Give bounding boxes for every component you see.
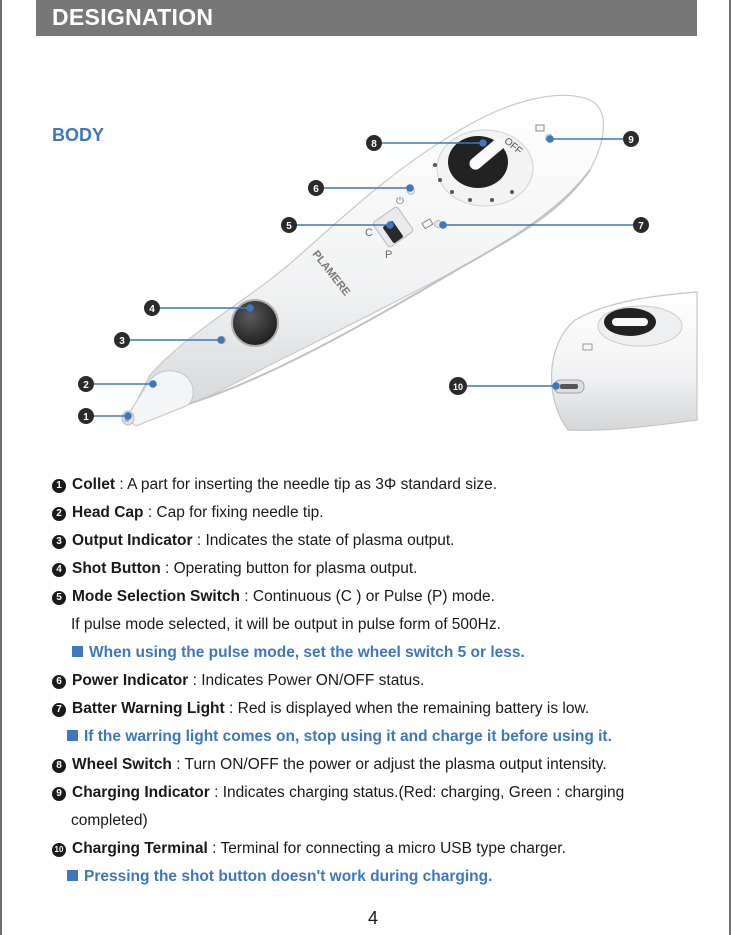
note-warning-light: If the warring light comes on, stop usin… (67, 728, 612, 746)
item-text: Turn ON/OFF the power or adjust the plas… (184, 756, 607, 773)
item-term: Collet (72, 476, 116, 493)
item-text: Indicates the state of plasma output. (205, 532, 455, 549)
note-square-icon (67, 870, 78, 881)
item-term: Shot Button (72, 560, 161, 577)
shot-button-graphic (231, 299, 279, 347)
callout-5: 5 (286, 221, 292, 232)
item-text: Terminal for connecting a micro USB type… (220, 840, 566, 857)
item-number: 1 (52, 479, 66, 493)
callout-10: 10 (453, 382, 463, 392)
item-text: Indicates Power ON/OFF status. (201, 672, 425, 689)
section-label-body: BODY (52, 125, 105, 145)
item-number: 9 (52, 787, 66, 801)
item-number: 2 (52, 507, 66, 521)
item-text: Red is displayed when the remaining batt… (237, 700, 590, 717)
page-title: DESIGNATION (52, 4, 214, 30)
callout-3: 3 (119, 336, 125, 347)
item-number: 8 (52, 759, 66, 773)
item-text: A part for inserting the needle tip as 3… (127, 476, 498, 493)
callout-1: 1 (83, 412, 89, 423)
head-cap (121, 370, 194, 427)
callout-7: 7 (638, 221, 644, 232)
mode-c-label: C (365, 227, 373, 239)
note-square-icon (67, 730, 78, 741)
item-text: Continuous (C ) or Pulse (P) mode. (252, 588, 495, 605)
note-pulse-mode: When using the pulse mode, set the wheel… (72, 644, 525, 662)
item-number: 4 (52, 563, 66, 577)
callout-badges: 1 2 3 4 5 6 7 8 9 10 (78, 131, 649, 424)
callout-9: 9 (628, 135, 634, 146)
item-text: Operating button for plasma output. (173, 560, 418, 577)
callout-2: 2 (83, 380, 89, 391)
item-number: 10 (52, 843, 66, 857)
page-border-right (729, 0, 731, 935)
device-illustration: C P PLAMERE ⏻ OFF (78, 94, 698, 431)
charging-terminal-inset (551, 291, 698, 431)
note-square-icon (72, 646, 83, 657)
item-term: Wheel Switch (72, 756, 172, 773)
callout-8: 8 (371, 139, 377, 150)
callout-6: 6 (313, 184, 319, 195)
svg-text:⏻: ⏻ (396, 196, 404, 207)
mode-p-label: P (385, 249, 392, 261)
item-number: 3 (52, 535, 66, 549)
page-number: 4 (368, 908, 379, 928)
item-number: 7 (52, 703, 66, 717)
item-text: Cap for fixing needle tip. (156, 504, 324, 521)
item-term: Mode Selection Switch (72, 588, 240, 605)
note-charging: Pressing the shot button doesn't work du… (67, 868, 492, 886)
charging-indicator-continuation: completed) (71, 812, 148, 829)
callout-4: 4 (149, 304, 155, 315)
page-border-left (0, 0, 2, 935)
pen-body (126, 94, 605, 419)
item-term: Power Indicator (72, 672, 189, 689)
item-term: Output Indicator (72, 532, 193, 549)
item-text: Indicates charging status.(Red: charging… (222, 784, 625, 801)
item-term: Head Cap (72, 504, 144, 521)
item-number: 6 (52, 675, 66, 689)
item-term: Charging Indicator (72, 784, 210, 801)
item-term: Charging Terminal (72, 840, 208, 857)
mode-selection-continuation: If pulse mode selected, it will be outpu… (71, 616, 501, 633)
item-number: 5 (52, 591, 66, 605)
item-term: Batter Warning Light (72, 700, 225, 717)
header-bar: DESIGNATION (36, 0, 697, 36)
wheel-switch-graphic: OFF (433, 129, 534, 207)
